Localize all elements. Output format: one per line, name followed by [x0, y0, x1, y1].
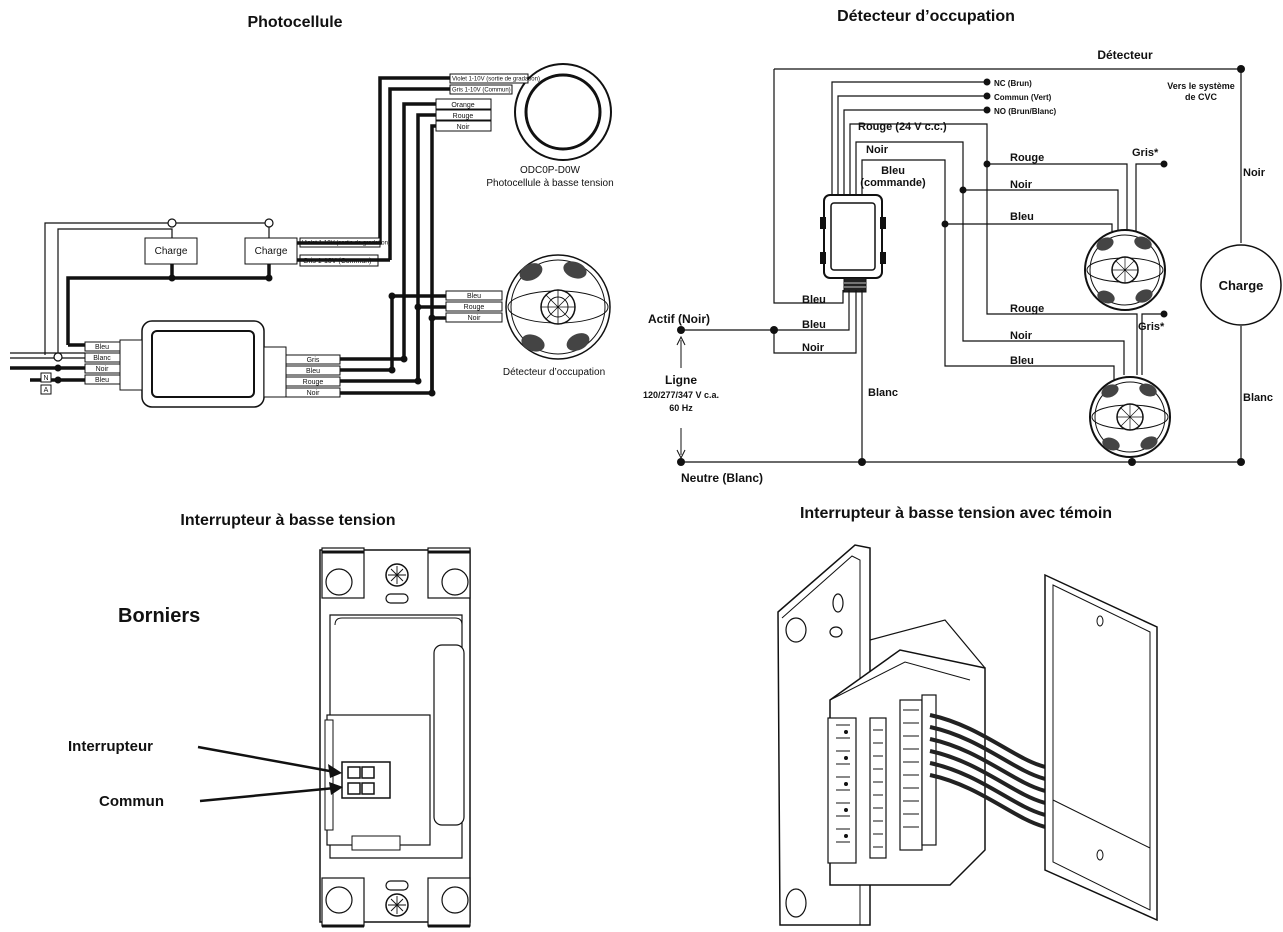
svg-text:Bleu: Bleu: [95, 344, 109, 351]
blanc-label-load: Blanc: [1243, 392, 1273, 404]
commun-label-switch: Commun: [99, 793, 164, 810]
blanc-label-pack: Blanc: [868, 387, 898, 399]
tag-rouge-text: Rouge: [453, 113, 474, 120]
charge-module-1: [144, 237, 198, 265]
nc-label: NC (Brun): [994, 79, 1032, 88]
no-label: NO (Brun/Blanc): [994, 107, 1057, 116]
hvac-line-2: de CVC: [1185, 92, 1218, 102]
occupancy-sensor-lower: [1089, 376, 1171, 458]
noir-label-load: Noir: [1243, 167, 1266, 179]
noir-label-1: Noir: [866, 144, 889, 156]
node-a: [168, 274, 176, 282]
occupancy-title: Détecteur d’occupation: [837, 8, 1015, 25]
junction-2: [264, 218, 274, 228]
tag-gris-text: Gris 1-10V (Commun): [452, 88, 511, 94]
charge-2-label: Charge: [255, 246, 288, 257]
a-badge: [40, 384, 52, 395]
occupancy-sensor-icon: [505, 254, 611, 360]
wire-pack-rouge: [340, 305, 446, 383]
wire-rouge: [416, 113, 436, 381]
svg-text:Bleu: Bleu: [95, 377, 109, 384]
switch-diagram: Borniers Interrupteur: [68, 547, 471, 928]
bleu-cmd-2: (commande): [860, 177, 926, 189]
svg-text:Rouge: Rouge: [303, 379, 324, 386]
switch-led-title: Interrupteur à basse tension avec témoin: [800, 505, 1112, 522]
svg-text:Blanc: Blanc: [93, 355, 111, 362]
svg-text:Noir: Noir: [468, 315, 482, 322]
noir-label-3: Noir: [1010, 330, 1033, 342]
svg-text:Noir: Noir: [96, 366, 110, 373]
node-b: [265, 274, 273, 282]
sensor-caption: Détecteur d’occupation: [503, 367, 605, 378]
wall-box: [1044, 573, 1158, 922]
occupancy-power-pack: [820, 194, 886, 293]
bleu-label-1: Bleu: [1010, 211, 1034, 223]
svg-text:Noir: Noir: [307, 390, 321, 397]
tag-orange-text: Orange: [451, 102, 474, 109]
occupancy-sensor-upper: [1084, 229, 1166, 311]
pack-tag-gris: [285, 354, 341, 365]
bleu-cmd-1: Bleu: [881, 165, 905, 177]
bleu-label-pack-1: Bleu: [802, 294, 826, 306]
photocell-sensor-lens: [524, 73, 602, 151]
voltage-label: 120/277/347 V c.a.: [643, 390, 719, 400]
gris-label-1: Gris*: [1132, 147, 1159, 159]
arrow-commun: [329, 782, 343, 795]
tag-violet-text: Violet 1-10V (sortie de gradation): [452, 77, 540, 83]
svg-text:Bleu: Bleu: [306, 368, 320, 375]
svg-text:Bleu: Bleu: [467, 293, 481, 300]
wire-pack-bleu: [340, 294, 446, 372]
occupancy-diagram: Détecteur Vers le système de CVC NC (Bru…: [643, 48, 1282, 485]
hvac-line-1: Vers le système: [1167, 81, 1235, 91]
svg-text:Rouge: Rouge: [464, 304, 485, 311]
photocell-model-caption: Photocellule à basse tension: [486, 178, 613, 189]
sensor-tag-rouge: [445, 301, 503, 312]
svg-text:Gris: Gris: [307, 357, 320, 364]
charge-1-label: Charge: [155, 246, 188, 257]
n-badge: [40, 372, 52, 383]
wire-pack-noir: [340, 316, 446, 395]
sensor-tag-noir: [445, 312, 503, 323]
rouge-label-2: Rouge: [1010, 303, 1044, 315]
junction-1: [167, 218, 177, 228]
noir-label-2: Noir: [1010, 179, 1033, 191]
rouge-24-label: Rouge (24 V c.c.): [858, 121, 947, 133]
bleu-label-pack-2: Bleu: [802, 319, 826, 331]
photocell-diagram: ODC0P-D0W Photocellule à basse tension V…: [10, 63, 614, 408]
sensor-tag-bleu: [445, 290, 503, 301]
photocell-title: Photocellule: [247, 14, 342, 31]
wire-orange: [340, 102, 436, 361]
charge-module-2: [244, 237, 298, 265]
detector-label: Détecteur: [1097, 48, 1153, 62]
n-label: N: [43, 375, 48, 382]
a-label: A: [44, 387, 49, 394]
switch-title: Interrupteur à basse tension: [180, 512, 395, 529]
line-top-2: [57, 228, 173, 355]
commun-label: Commun (Vert): [994, 93, 1052, 102]
gris-label-2: Gris*: [1138, 321, 1165, 333]
tag-noir-text: Noir: [457, 124, 471, 131]
line-top-1: [44, 222, 270, 355]
charge-label: Charge: [1219, 278, 1264, 293]
photocell-model: ODC0P-D0W: [520, 165, 581, 176]
noir-label-pack: Noir: [802, 342, 825, 354]
actif-label: Actif (Noir): [648, 312, 710, 326]
switch-led-drawing: [777, 544, 1158, 926]
line-detector-left: [773, 69, 844, 304]
rouge-label-1: Rouge: [1010, 152, 1044, 164]
hz-label: 60 Hz: [669, 403, 693, 413]
bleu-label-2: Bleu: [1010, 355, 1034, 367]
arrow-interrupteur: [328, 764, 342, 778]
interrupteur-label: Interrupteur: [68, 738, 153, 755]
load-circle: [1200, 244, 1282, 326]
wire-gris: [388, 87, 450, 260]
ligne-label: Ligne: [665, 373, 697, 387]
wire-noir: [430, 124, 436, 393]
borniers-label: Borniers: [118, 605, 200, 627]
neutre-label: Neutre (Blanc): [681, 471, 763, 485]
